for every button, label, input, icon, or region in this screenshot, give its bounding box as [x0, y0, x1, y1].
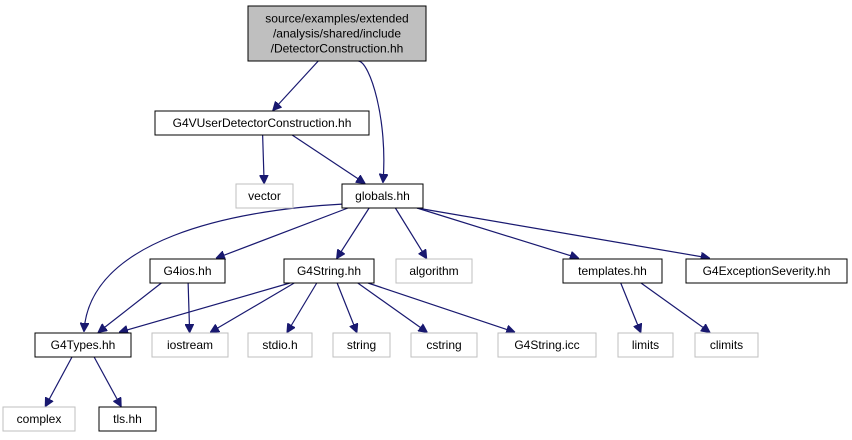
node-g4exception[interactable]: G4ExceptionSeverity.hh: [685, 258, 848, 284]
node-label: /analysis/shared/include: [273, 27, 401, 41]
node-box: [283, 258, 375, 284]
node-cstring: cstring: [410, 332, 478, 358]
node-label: string: [347, 338, 376, 352]
edge-globals-to-g4string: [337, 207, 370, 258]
node-box: [34, 332, 132, 358]
edge-globals-to-templates: [416, 207, 578, 258]
edge-root-to-globals: [358, 60, 383, 182]
node-label: source/examples/extended: [265, 12, 408, 26]
node-label: iostream: [167, 338, 213, 352]
node-g4types[interactable]: G4Types.hh: [34, 332, 132, 358]
node-label: cstring: [426, 338, 461, 352]
edge-g4ios-to-g4types: [99, 282, 162, 332]
edge-g4string-to-g4types: [120, 282, 291, 332]
node-vector: vector: [235, 183, 294, 209]
edges-layer: [46, 60, 710, 406]
node-g4stringicc: G4String.icc: [497, 332, 597, 358]
node-limits: limits: [617, 332, 674, 358]
node-g4vuser[interactable]: G4VUserDetectorConstruction.hh: [154, 110, 370, 136]
node-label: G4Types.hh: [51, 338, 116, 352]
node-label: G4VUserDetectorConstruction.hh: [173, 116, 352, 130]
node-label: limits: [632, 338, 659, 352]
node-climits: climits: [694, 332, 759, 358]
node-box: [617, 332, 674, 358]
node-box: [562, 258, 663, 284]
edge-g4types-to-complex: [46, 356, 73, 406]
edge-globals-to-g4types: [84, 203, 345, 331]
node-label: G4ios.hh: [163, 264, 211, 278]
node-label: climits: [710, 338, 743, 352]
edge-g4types-to-tlshh: [93, 356, 121, 406]
node-label: tls.hh: [113, 412, 142, 426]
node-string: string: [332, 332, 391, 358]
node-label: stdio.h: [262, 338, 297, 352]
edge-g4string-to-cstring: [357, 282, 427, 332]
node-box: [154, 110, 370, 136]
edge-g4string-to-string: [336, 282, 357, 332]
node-label: vector: [248, 189, 281, 203]
node-complex: complex: [2, 406, 76, 432]
edge-g4string-to-stdioh: [287, 282, 318, 332]
node-algorithm: algorithm: [395, 258, 473, 284]
node-box: [235, 183, 294, 209]
edge-globals-to-algorithm: [394, 207, 426, 258]
node-box: [332, 332, 391, 358]
node-label: algorithm: [409, 264, 458, 278]
edge-templates-to-limits: [620, 282, 641, 332]
edge-g4vuser-to-globals: [291, 134, 364, 183]
node-box: [497, 332, 597, 358]
node-box: [341, 183, 424, 209]
node-iostream: iostream: [151, 332, 229, 358]
nodes-layer: source/examples/extended/analysis/shared…: [2, 5, 848, 432]
node-root[interactable]: source/examples/extended/analysis/shared…: [247, 5, 427, 62]
node-box: [410, 332, 478, 358]
node-box: [247, 332, 313, 358]
node-g4ios[interactable]: G4ios.hh: [149, 258, 226, 284]
node-label: globals.hh: [355, 189, 410, 203]
edge-root-to-g4vuser: [273, 60, 319, 110]
node-label: G4ExceptionSeverity.hh: [703, 264, 831, 278]
node-box: [247, 5, 427, 62]
node-box: [151, 332, 229, 358]
node-box: [98, 406, 157, 432]
edge-g4string-to-iostream: [211, 282, 295, 332]
node-box: [685, 258, 848, 284]
edge-g4string-to-g4stringicc: [367, 282, 514, 332]
edge-g4vuser-to-vector: [263, 134, 265, 183]
node-label: templates.hh: [578, 264, 647, 278]
node-templates[interactable]: templates.hh: [562, 258, 663, 284]
node-label: G4String.hh: [297, 264, 361, 278]
node-globals[interactable]: globals.hh: [341, 183, 424, 209]
edge-globals-to-g4ios: [217, 207, 349, 258]
node-g4string[interactable]: G4String.hh: [283, 258, 375, 284]
edge-g4ios-to-iostream: [188, 282, 190, 332]
edge-globals-to-g4exception: [416, 207, 709, 258]
node-tlshh[interactable]: tls.hh: [98, 406, 157, 432]
node-label: /DetectorConstruction.hh: [271, 42, 404, 56]
node-label: complex: [17, 412, 62, 426]
node-box: [395, 258, 473, 284]
node-box: [2, 406, 76, 432]
node-box: [694, 332, 759, 358]
node-stdioh: stdio.h: [247, 332, 313, 358]
edge-templates-to-climits: [640, 282, 709, 332]
node-box: [149, 258, 226, 284]
node-label: G4String.icc: [514, 338, 579, 352]
